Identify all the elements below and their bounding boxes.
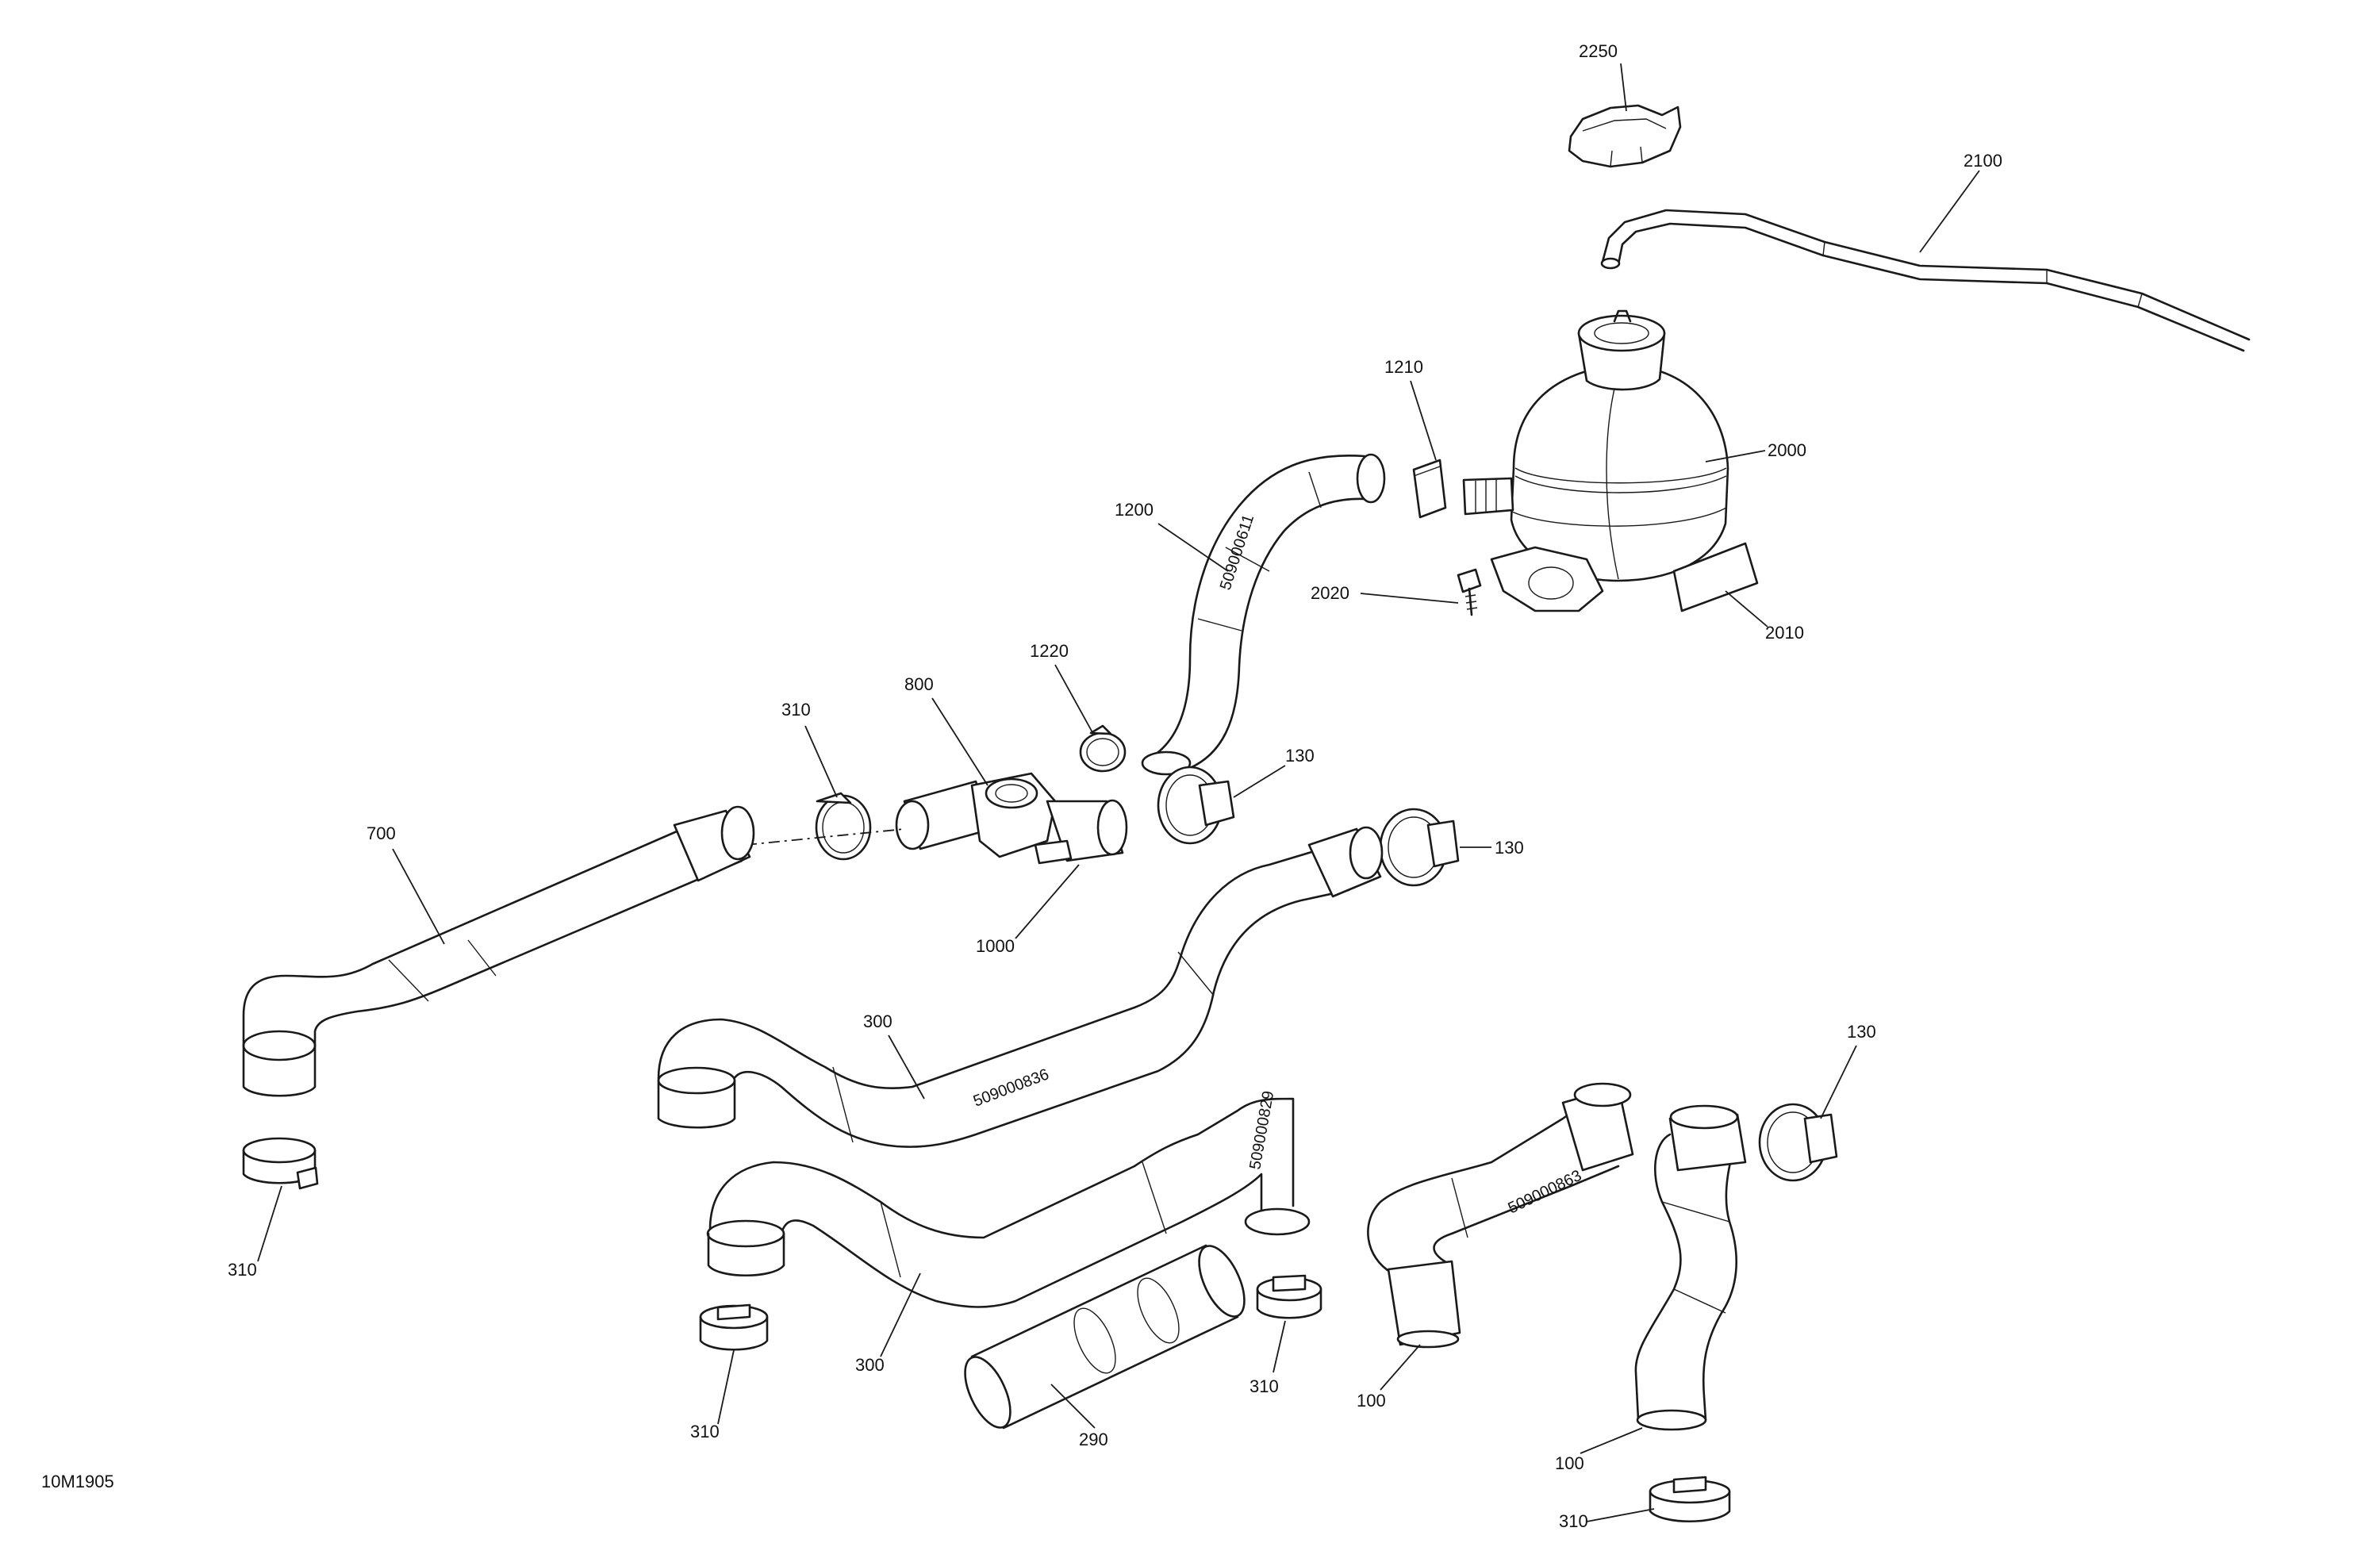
callout-1000: 1000: [976, 936, 1015, 956]
callout-310-top: 310: [781, 700, 811, 720]
callout-130-b: 130: [1495, 838, 1524, 858]
hose-700: [242, 805, 755, 1097]
clamp-130-a: [1157, 766, 1235, 845]
leader-1210: [1410, 380, 1437, 461]
leader-310-left: [257, 1185, 282, 1262]
leader-1000: [1015, 864, 1080, 939]
callout-1220: 1220: [1030, 641, 1069, 661]
callout-2000: 2000: [1768, 440, 1806, 460]
hose-100-b: [1634, 1104, 1747, 1431]
callout-100-b: 100: [1555, 1453, 1584, 1473]
leader-1220: [1054, 664, 1094, 735]
leader-2250: [1620, 63, 1627, 112]
radiator-cap-2250: [1568, 104, 1682, 168]
callout-2010: 2010: [1765, 623, 1804, 643]
thermostat-housing-800: [895, 772, 1128, 865]
callout-130-a: 130: [1285, 746, 1315, 766]
hose-marking-1200: 509000611: [1217, 512, 1257, 593]
leader-2000: [1705, 450, 1766, 463]
callout-310-left: 310: [228, 1260, 257, 1280]
leader-130-a: [1233, 765, 1286, 798]
leader-1200: [1157, 523, 1229, 572]
sleeve-290: [964, 1244, 1246, 1430]
callout-100-a: 100: [1357, 1391, 1386, 1411]
callout-1200: 1200: [1115, 500, 1154, 520]
leader-2020: [1360, 593, 1459, 604]
figure-code: 10M1905: [41, 1472, 114, 1491]
hose-100-a: 509000863: [1367, 1082, 1634, 1349]
callout-310-center: 310: [1250, 1376, 1279, 1396]
leader-100-b: [1580, 1427, 1643, 1454]
clamp-310-bottom: [1649, 1476, 1731, 1522]
clamp-310-top: [815, 792, 872, 861]
leader-800: [931, 697, 988, 786]
callout-300-bottom: 300: [855, 1355, 885, 1375]
clamp-310-center: [1256, 1274, 1322, 1319]
leader-300-top: [888, 1034, 925, 1100]
label-2010: [1672, 542, 1759, 612]
callout-800: 800: [904, 674, 934, 694]
assembly-axis-line: [745, 828, 905, 846]
callout-310-bottom: 310: [1559, 1511, 1588, 1531]
hose-300-lower: 509000829: [706, 1089, 1311, 1308]
leader-2100: [1919, 170, 1980, 253]
callout-300-top: 300: [863, 1011, 892, 1031]
expansion-tank-2000: [1462, 309, 1729, 612]
leader-100-a: [1380, 1344, 1421, 1391]
leader-310-center: [1273, 1320, 1286, 1373]
hose-marking-300-lower: 509000829: [1246, 1089, 1277, 1170]
leader-310-mid: [717, 1349, 735, 1425]
callout-1210: 1210: [1384, 357, 1423, 377]
overflow-hose-2100: [1600, 209, 2251, 352]
leader-300-bottom: [880, 1272, 921, 1357]
clamp-130-b: [1379, 808, 1460, 887]
hose-marking-100: 509000863: [1506, 1167, 1585, 1218]
clamp-310-left: [242, 1137, 319, 1190]
leader-310-top: [804, 725, 838, 798]
clamp-310-mid: [699, 1303, 769, 1351]
clamp-1210: [1412, 459, 1447, 519]
callout-130-c: 130: [1847, 1022, 1876, 1042]
hose-1200: 509000611: [1141, 453, 1386, 776]
leader-2010: [1725, 590, 1768, 628]
callout-290: 290: [1079, 1430, 1108, 1449]
callout-2100: 2100: [1964, 151, 2002, 171]
clamp-130-c: [1758, 1103, 1838, 1182]
clamp-1220: [1079, 724, 1127, 773]
callout-700: 700: [367, 823, 396, 843]
screw-2020: [1457, 568, 1482, 616]
leader-700: [392, 848, 445, 945]
callout-2020: 2020: [1311, 583, 1349, 603]
callout-2250: 2250: [1579, 41, 1618, 61]
leader-290: [1050, 1384, 1096, 1429]
leader-130-c: [1820, 1045, 1857, 1119]
hose-marking-300-upper: 509000836: [971, 1065, 1051, 1110]
leader-310-bottom: [1586, 1508, 1655, 1522]
callout-310-mid: 310: [690, 1422, 720, 1441]
